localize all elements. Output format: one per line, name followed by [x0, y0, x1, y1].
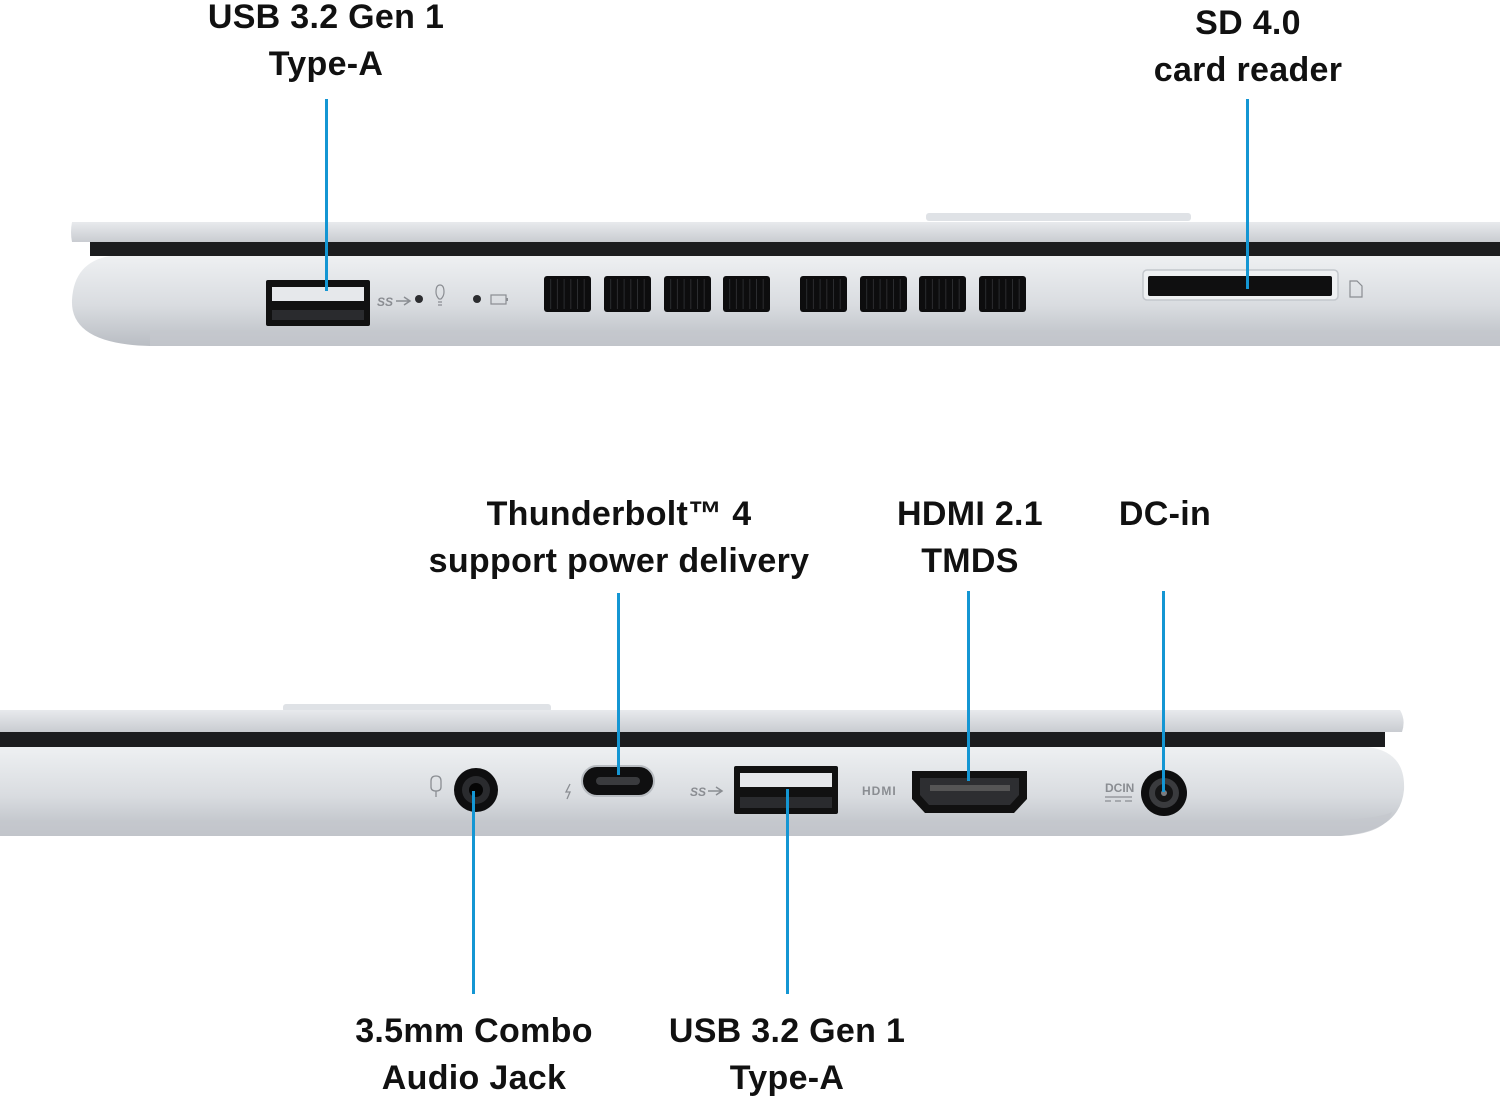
callout-line-usb-right: [786, 789, 789, 994]
label-line: TMDS: [921, 542, 1019, 580]
status-indicators: SS: [377, 284, 508, 309]
label-line: USB 3.2 Gen 1: [668, 1012, 906, 1050]
label-line: Audio Jack: [381, 1059, 567, 1097]
label-line: Thunderbolt™ 4: [486, 495, 752, 533]
vent-slot: [919, 276, 966, 312]
label-audio-jack: 3.5mm Combo Audio Jack: [355, 1008, 593, 1102]
callout-line-thunderbolt: [617, 593, 620, 775]
usb-symbol-icon: [708, 786, 724, 796]
hdmi-port: HDMI: [862, 771, 1027, 813]
callout-line-hdmi: [967, 591, 970, 781]
vent-slot: [800, 276, 847, 312]
label-line: DC-in: [1118, 495, 1212, 533]
label-usb-left: USB 3.2 Gen 1 Type-A: [208, 0, 444, 88]
hdmi-logo: HDMI: [862, 784, 897, 798]
sd-card-slot: [1142, 269, 1363, 301]
label-line: Type-A: [729, 1059, 845, 1097]
label-sd-reader: SD 4.0 card reader: [1154, 0, 1343, 94]
label-thunderbolt: Thunderbolt™ 4 support power delivery: [429, 491, 810, 585]
vent-slot: [664, 276, 711, 312]
label-hdmi: HDMI 2.1 TMDS: [897, 491, 1043, 585]
air-vents: [544, 276, 1026, 312]
callout-line-dc-in: [1162, 591, 1165, 792]
sd-card-icon: [1349, 280, 1363, 298]
ss-logo: SS: [690, 785, 706, 799]
vent-slot: [544, 276, 591, 312]
audio-jack-port: [430, 768, 498, 812]
laptop-left-side: SS: [71, 213, 1500, 346]
label-line: HDMI 2.1: [897, 495, 1043, 533]
callout-line-usb-left: [325, 99, 328, 291]
vent-slot: [860, 276, 907, 312]
label-line: USB 3.2 Gen 1: [207, 0, 445, 36]
led-icon: [415, 295, 423, 303]
label-dc-in: DC-in: [1119, 491, 1211, 538]
label-line: card reader: [1153, 51, 1343, 89]
vent-slot: [979, 276, 1026, 312]
vent-slot: [723, 276, 770, 312]
vent-slot: [604, 276, 651, 312]
label-usb-right: USB 3.2 Gen 1 Type-A: [669, 1008, 905, 1102]
label-line: support power delivery: [428, 542, 810, 580]
dc-symbol-icon: [1105, 796, 1132, 802]
label-line: 3.5mm Combo: [355, 1012, 593, 1050]
callout-line-audio: [472, 791, 475, 994]
led-icon: [473, 295, 481, 303]
usb-a-port-left: [266, 280, 370, 326]
lightbulb-icon: [435, 284, 445, 306]
headset-mic-icon: [430, 775, 442, 797]
label-line: Type-A: [268, 45, 384, 83]
dc-in-port: DCIN: [1105, 770, 1187, 816]
dcin-marking: DCIN: [1105, 781, 1134, 795]
ss-logo: SS: [377, 295, 393, 309]
label-line: SD 4.0: [1195, 4, 1301, 42]
laptop-right-side: SS HDMI DCIN: [0, 704, 1405, 836]
callout-line-sd: [1246, 99, 1249, 289]
usb-symbol-icon: [396, 296, 412, 306]
thunderbolt-icon: [564, 783, 571, 800]
